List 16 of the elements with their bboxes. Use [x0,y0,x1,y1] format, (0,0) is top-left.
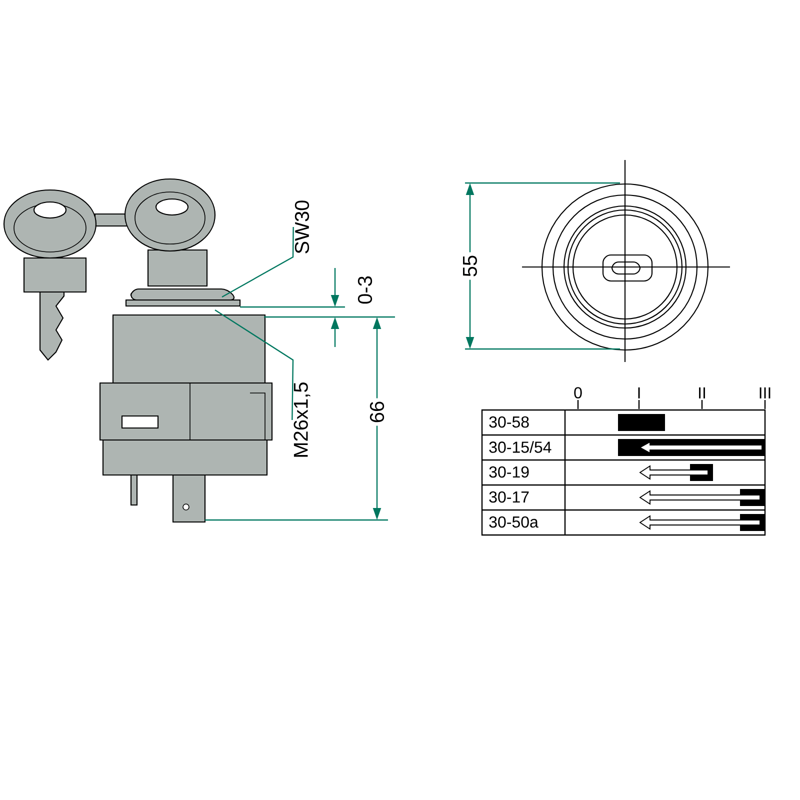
position-mark: 0 [574,387,582,409]
table-cell: 30-17 [489,491,529,503]
dimension-label: 55 [460,252,480,280]
table-cell: 30-15/54 [489,441,552,453]
dimension-label: 0-3 [355,272,375,308]
leader-line [214,310,294,420]
position-mark: I [638,387,640,409]
position-mark: III [760,387,770,409]
part-label: SW30 [294,200,310,254]
table-cell: 30-58 [489,416,529,428]
leader-line [222,227,294,298]
part-label: M26x1,5 [294,382,310,457]
table-cell: 30-19 [489,466,529,478]
table-cell: 30-50a [489,516,538,528]
position-mark: II [699,387,705,409]
dimension-label: 66 [367,398,387,426]
